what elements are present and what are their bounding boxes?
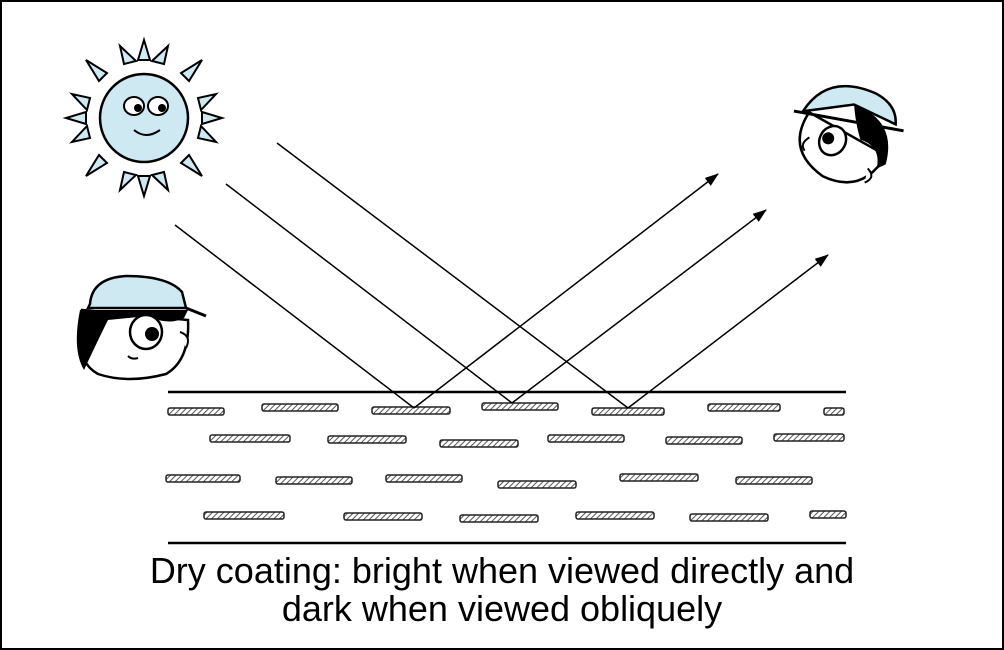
pigment-particle: [439, 439, 519, 448]
pigment-particle: [459, 514, 539, 523]
pigment-particle: [165, 474, 241, 483]
pigment-particle: [665, 436, 743, 445]
pigment-particle: [203, 511, 285, 520]
pigment-particle: [809, 510, 847, 519]
pigment-particle: [371, 406, 451, 415]
pigment-particle: [591, 407, 665, 416]
pigment-particle: [209, 434, 291, 443]
coating-reflection-diagram: [62, 36, 904, 545]
incident-light-ray: [225, 183, 513, 404]
pigment-particle: [707, 403, 781, 412]
observer-face-icon: [793, 85, 904, 184]
pigment-particle: [823, 407, 845, 416]
pigment-particle: [547, 434, 625, 443]
incident-light-ray: [276, 142, 629, 409]
pigment-particle: [167, 407, 225, 416]
reflected-light-ray: [413, 173, 719, 409]
pigment-particle: [481, 402, 559, 411]
pigment-particle: [275, 476, 353, 485]
pigment-particle: [773, 433, 845, 442]
pigment-particle: [689, 513, 769, 522]
observer-face-icon: [76, 274, 207, 381]
figure-caption: Dry coating: bright when viewed directly…: [0, 552, 1004, 628]
reflected-light-ray: [627, 254, 829, 409]
caption-line-2: dark when viewed obliquely: [281, 588, 723, 629]
pigment-particle: [497, 480, 577, 489]
pigment-particle: [575, 511, 655, 520]
pigment-particle: [343, 512, 423, 521]
pigment-particle: [735, 476, 813, 485]
reflected-light-ray: [511, 209, 767, 404]
sun-icon: [62, 36, 226, 200]
pigment-particle: [327, 435, 407, 444]
pigment-particles: [165, 402, 847, 523]
caption-line-1: Dry coating: bright when viewed directly…: [149, 550, 855, 591]
pigment-particle: [385, 474, 463, 483]
pigment-particle: [619, 473, 699, 482]
pigment-particle: [261, 403, 339, 412]
incident-light-ray: [174, 224, 415, 409]
